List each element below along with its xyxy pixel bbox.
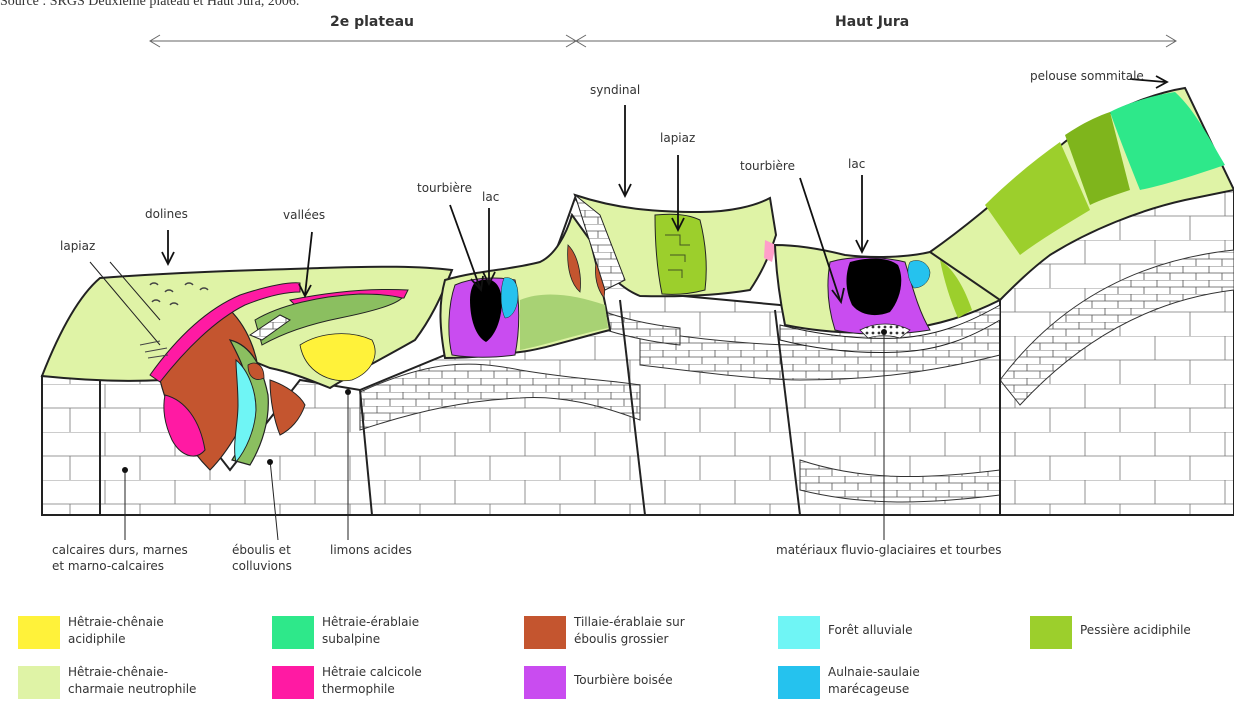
legend-item: Hêtraie-érablaie subalpine — [272, 612, 512, 656]
legend-swatch — [18, 666, 60, 699]
legend-item: Hêtraie calcicole thermophile — [272, 662, 512, 706]
legend-item: Tourbière boisée — [524, 662, 764, 706]
label-syndinal: syndinal — [590, 82, 640, 98]
label-lac-1: lac — [482, 189, 499, 205]
legend-item: Pessière acidiphile — [1030, 612, 1230, 656]
legend-item: Tillaie-érablaie sur éboulis grossier — [524, 612, 764, 656]
label-pelouse: pelouse sommitale — [1030, 68, 1144, 84]
label-materiaux: matériaux fluvio-glaciaires et tourbes — [776, 542, 1002, 558]
legend-label: Tourbière boisée — [574, 672, 764, 689]
legend-item: Hêtraie-chênaie acidiphile — [18, 612, 258, 656]
label-lapiaz-left: lapiaz — [60, 238, 95, 254]
label-eboulis: éboulis et colluvions — [232, 542, 292, 574]
legend-item: Hêtraie-chênaie- charmaie neutrophile — [18, 662, 258, 706]
legend-swatch — [778, 666, 820, 699]
label-lac-2: lac — [848, 156, 865, 172]
label-vallees: vallées — [283, 207, 325, 223]
legend-swatch — [778, 616, 820, 649]
legend-swatch — [1030, 616, 1072, 649]
legend-swatch — [272, 666, 314, 699]
legend-label: Pessière acidiphile — [1080, 622, 1230, 639]
label-calcaires: calcaires durs, marnes et marno-calcaire… — [52, 542, 188, 574]
legend-item: Forêt alluviale — [778, 612, 1018, 656]
legend-label: Hêtraie calcicole thermophile — [322, 664, 512, 698]
dot-calcaires — [122, 467, 128, 473]
region-arrows — [150, 35, 1176, 47]
label-limons: limons acides — [330, 542, 412, 558]
legend-label: Tillaie-érablaie sur éboulis grossier — [574, 614, 764, 648]
label-tourbiere-1: tourbière — [417, 180, 472, 196]
legend-label: Forêt alluviale — [828, 622, 1018, 639]
legend-swatch — [272, 616, 314, 649]
dot-limons — [345, 389, 351, 395]
legend-swatch — [524, 616, 566, 649]
label-lapiaz-mid: lapiaz — [660, 130, 695, 146]
dot-eboulis — [267, 459, 273, 465]
label-tourbiere-2: tourbière — [740, 158, 795, 174]
legend-swatch — [524, 666, 566, 699]
legend-item: Aulnaie-saulaie marécageuse — [778, 662, 1018, 706]
legend-label: Hêtraie-chênaie- charmaie neutrophile — [68, 664, 258, 698]
label-dolines: dolines — [145, 206, 188, 222]
legend-swatch — [18, 616, 60, 649]
legend-label: Hêtraie-chênaie acidiphile — [68, 614, 258, 648]
lac-2-black — [846, 258, 901, 315]
legend-label: Hêtraie-érablaie subalpine — [322, 614, 512, 648]
legend-label: Aulnaie-saulaie marécageuse — [828, 664, 1018, 698]
dot-materiaux — [881, 329, 887, 335]
